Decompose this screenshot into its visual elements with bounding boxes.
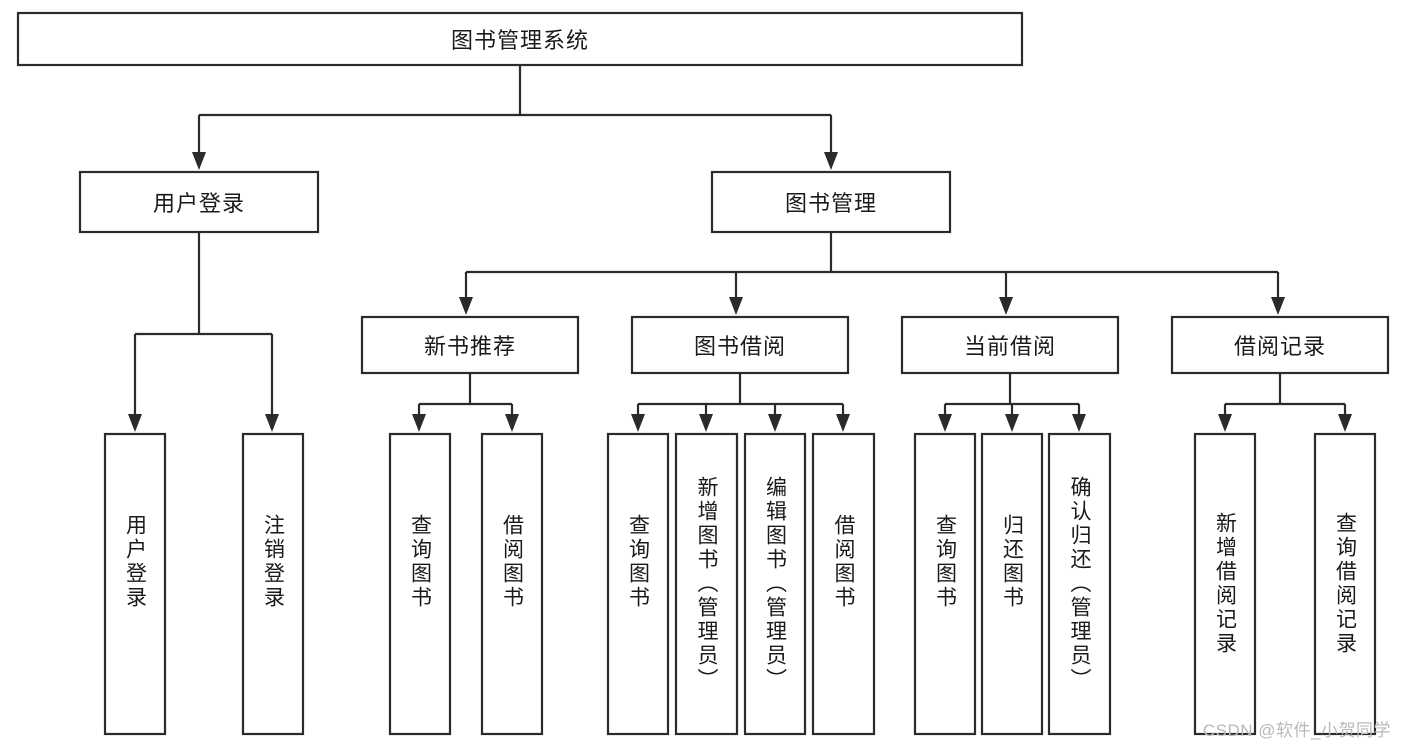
new-book-rec-arrow-1 bbox=[505, 414, 519, 432]
root-node-box[interactable] bbox=[16, 11, 1024, 67]
current-borrow-arrow-1 bbox=[1005, 414, 1019, 432]
level2-node-1-box[interactable] bbox=[710, 170, 952, 234]
level3-node-3-box[interactable] bbox=[1170, 315, 1390, 375]
leaf-node-10-box[interactable] bbox=[1047, 432, 1112, 736]
book-borrow-arrow-1 bbox=[699, 414, 713, 432]
book-manage-arrow-0 bbox=[459, 297, 473, 315]
leaf-node-3-box[interactable] bbox=[480, 432, 544, 736]
current-borrow-arrow-2 bbox=[1072, 414, 1086, 432]
current-borrow-arrow-0 bbox=[938, 414, 952, 432]
book-borrow-arrow-3 bbox=[836, 414, 850, 432]
level3-node-0-box[interactable] bbox=[360, 315, 580, 375]
user-login-arrow-0 bbox=[128, 414, 142, 432]
leaf-node-6-box[interactable] bbox=[743, 432, 807, 736]
connector-layer bbox=[128, 65, 1352, 432]
new-book-rec-arrow-0 bbox=[412, 414, 426, 432]
leaf-node-11-box[interactable] bbox=[1193, 432, 1257, 736]
root-arrow-1 bbox=[824, 152, 838, 170]
node-box-layer bbox=[16, 11, 1390, 736]
leaf-node-1-box[interactable] bbox=[241, 432, 305, 736]
book-manage-arrow-2 bbox=[999, 297, 1013, 315]
borrow-record-arrow-1 bbox=[1338, 414, 1352, 432]
book-manage-arrow-3 bbox=[1271, 297, 1285, 315]
book-manage-arrow-1 bbox=[729, 297, 743, 315]
watermark: CSDN @软件_小贺同学 bbox=[1202, 721, 1391, 740]
leaf-node-12-box[interactable] bbox=[1313, 432, 1377, 736]
level3-node-1-box[interactable] bbox=[630, 315, 850, 375]
leaf-node-9-box[interactable] bbox=[980, 432, 1044, 736]
level2-node-0-box[interactable] bbox=[78, 170, 320, 234]
book-borrow-arrow-2 bbox=[768, 414, 782, 432]
leaf-node-8-box[interactable] bbox=[913, 432, 977, 736]
book-borrow-arrow-0 bbox=[631, 414, 645, 432]
leaf-node-0-box[interactable] bbox=[103, 432, 167, 736]
borrow-record-arrow-0 bbox=[1218, 414, 1232, 432]
root-arrow-0 bbox=[192, 152, 206, 170]
leaf-node-2-box[interactable] bbox=[388, 432, 452, 736]
leaf-node-5-box[interactable] bbox=[674, 432, 739, 736]
leaf-node-7-box[interactable] bbox=[811, 432, 876, 736]
leaf-node-4-box[interactable] bbox=[606, 432, 670, 736]
level3-node-2-box[interactable] bbox=[900, 315, 1120, 375]
user-login-arrow-1 bbox=[265, 414, 279, 432]
